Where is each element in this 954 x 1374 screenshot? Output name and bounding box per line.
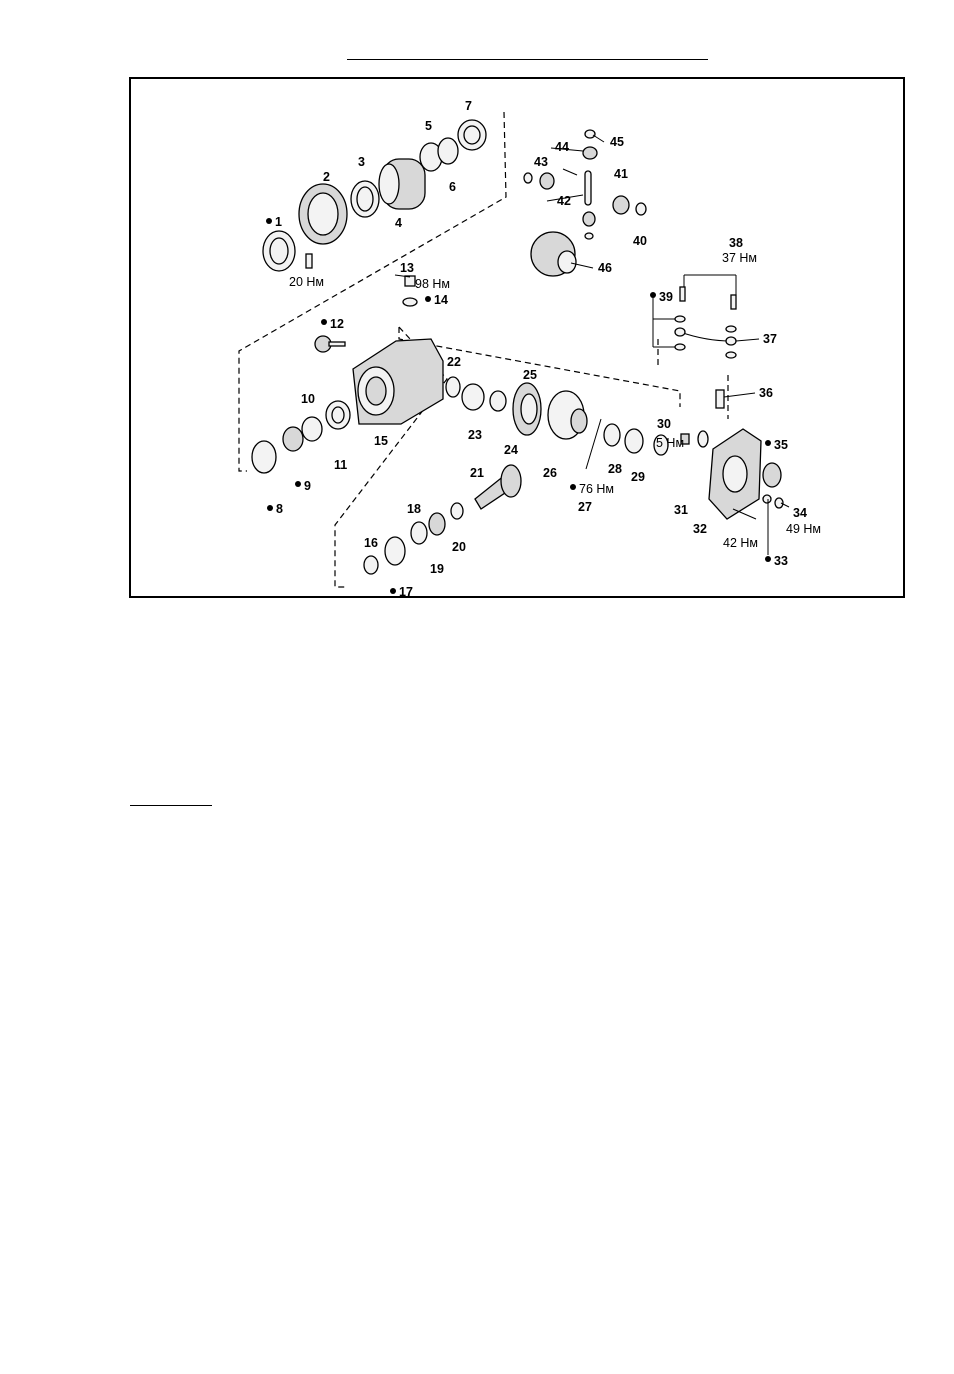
callout-10: 10 <box>301 392 315 406</box>
callout-44: 44 <box>555 140 569 154</box>
callout-17: 17 <box>399 585 413 596</box>
dot-35 <box>765 440 771 446</box>
callout-40: 40 <box>633 234 647 248</box>
callout-35: 35 <box>774 438 788 452</box>
callout-23: 23 <box>468 428 482 442</box>
callout-34: 34 <box>793 506 807 520</box>
callout-39: 39 <box>659 290 673 304</box>
dot-27-torque <box>570 484 576 490</box>
dot-17 <box>390 588 396 594</box>
part-13-plug <box>405 276 415 286</box>
part-10-bearing <box>302 417 322 441</box>
callout-36: 36 <box>759 386 773 400</box>
callout-13: 13 <box>400 261 414 275</box>
callout-19: 19 <box>430 562 444 576</box>
part-18-race <box>411 522 427 544</box>
part-17-spacer <box>385 537 405 565</box>
callout-6: 6 <box>449 180 456 194</box>
part-42-pin <box>585 171 591 205</box>
dot-8 <box>267 505 273 511</box>
callout-7: 7 <box>465 99 472 113</box>
torque-76nm: 76 Нм <box>579 482 614 496</box>
torque-37nm: 37 Нм <box>722 251 757 265</box>
assembly-guide-lines <box>239 112 728 587</box>
title-underline <box>347 59 708 60</box>
callout-12: 12 <box>330 317 344 331</box>
part-34-washer <box>763 495 771 503</box>
callout-20: 20 <box>452 540 466 554</box>
part-38-bolt <box>680 287 685 301</box>
callout-29: 29 <box>631 470 645 484</box>
part-23-race <box>462 384 484 410</box>
callout-32: 32 <box>693 522 707 536</box>
part-8-seal <box>252 441 276 473</box>
torque-49nm: 49 Нм <box>786 522 821 536</box>
dot-1 <box>266 218 272 224</box>
part-43-shaft <box>563 169 577 175</box>
callout-38: 38 <box>729 236 743 250</box>
part-20-shim <box>451 503 463 519</box>
dot-33 <box>765 556 771 562</box>
part-16-shim <box>364 556 378 574</box>
torque-5nm: 5 Нм <box>656 436 684 450</box>
callout-30: 30 <box>657 417 671 431</box>
part-40-washer <box>636 203 646 215</box>
part-19-bearing <box>429 513 445 535</box>
callout-21: 21 <box>470 466 484 480</box>
callout-46: 46 <box>598 261 612 275</box>
callout-26: 26 <box>543 466 557 480</box>
callout-8: 8 <box>276 502 283 516</box>
torque-42nm: 42 Нм <box>723 536 758 550</box>
part-41-side-gear <box>613 196 629 214</box>
diagram-canvas: 1 2 3 4 5 6 7 8 9 10 11 12 13 14 15 16 1… <box>131 79 903 596</box>
exploded-parts-diagram: 1 2 3 4 5 6 7 8 9 10 11 12 13 14 15 16 1… <box>129 77 905 598</box>
part-24-bearing <box>490 391 506 411</box>
torque-98nm: 98 Нм <box>415 277 450 291</box>
callout-5: 5 <box>425 119 432 133</box>
callout-1: 1 <box>275 215 282 229</box>
callout-22: 22 <box>447 355 461 369</box>
part-27-bolt <box>586 419 601 469</box>
callout-24: 24 <box>504 443 518 457</box>
part-35-seal <box>763 463 781 487</box>
part-33-bolt <box>733 509 756 519</box>
part-28-bearing <box>604 424 620 446</box>
callout-2: 2 <box>323 170 330 184</box>
dot-14 <box>425 296 431 302</box>
part-14-gasket <box>403 298 417 306</box>
dot-9 <box>295 481 301 487</box>
callout-9: 9 <box>304 479 311 493</box>
callout-45: 45 <box>610 135 624 149</box>
callout-42: 42 <box>557 194 571 208</box>
part-39-gasket <box>675 316 685 322</box>
callout-33: 33 <box>774 554 788 568</box>
part-36-tube <box>716 390 724 408</box>
section-underline <box>130 805 212 806</box>
part-37-pipe <box>680 332 731 341</box>
part-9-nut <box>283 427 303 451</box>
callout-25: 25 <box>523 368 537 382</box>
callout-14: 14 <box>434 293 448 307</box>
callout-3: 3 <box>358 155 365 169</box>
bolt-20nm <box>306 254 312 268</box>
callout-41: 41 <box>614 167 628 181</box>
callout-4: 4 <box>395 216 402 230</box>
parts-drawing <box>252 120 783 574</box>
callout-16: 16 <box>364 536 378 550</box>
torque-20nm: 20 Нм <box>289 275 324 289</box>
part-29-race <box>625 429 643 453</box>
dot-12 <box>321 319 327 325</box>
callout-28: 28 <box>608 462 622 476</box>
part-44-pinion-gear <box>583 147 597 159</box>
part-6-ring <box>438 138 458 164</box>
callout-18: 18 <box>407 502 421 516</box>
callout-43: 43 <box>534 155 548 169</box>
part-22-shim <box>446 377 460 397</box>
callout-31: 31 <box>674 503 688 517</box>
callout-11: 11 <box>334 458 347 472</box>
callout-27: 27 <box>578 500 592 514</box>
part-45-washer <box>585 130 595 138</box>
callout-37: 37 <box>763 332 777 346</box>
callout-15: 15 <box>374 434 388 448</box>
